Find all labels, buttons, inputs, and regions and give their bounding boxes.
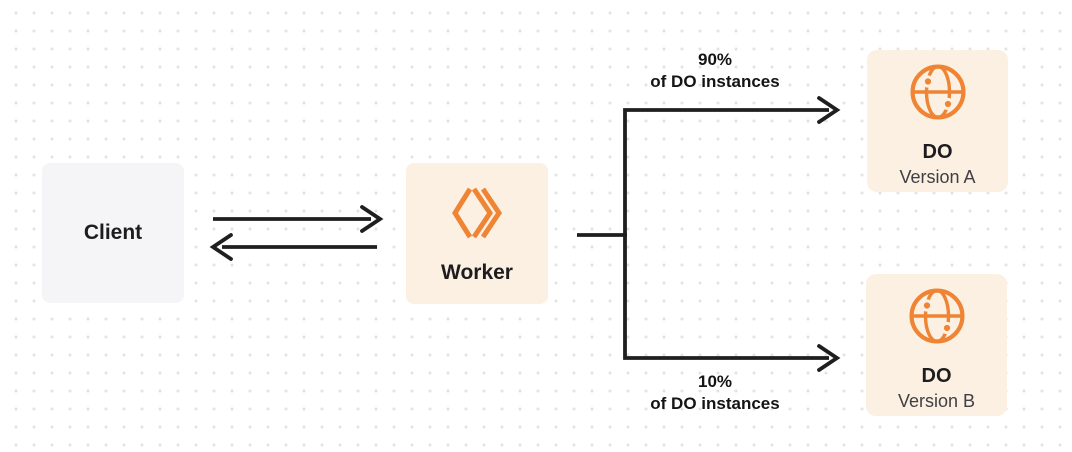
do-b-subtitle: Version B [897,391,976,411]
branch-top-percent: 90% [697,50,733,69]
workers-chevrons-icon [452,187,502,239]
globe-icon [910,64,965,120]
worker-node: Worker [406,163,548,304]
worker-to-client-arrowhead [209,233,233,261]
client-label: Client [83,221,143,244]
do-version-a-node: DO Version A [867,50,1008,192]
branch-top-arrowhead [817,96,841,124]
branch-top-caption: of DO instances [650,72,780,91]
branch-bottom-caption: of DO instances [650,394,780,413]
branch-split-line [623,108,829,360]
do-a-subtitle: Version A [899,167,976,187]
branch-bottom-label: 10% of DO instances [615,371,815,415]
client-to-worker-arrowhead [360,205,384,233]
worker-label: Worker [441,261,513,284]
do-b-title: DO [921,365,952,387]
do-version-b-node: DO Version B [866,274,1007,416]
branch-bottom-arrowhead [817,344,841,372]
branch-top-label: 90% of DO instances [615,49,815,93]
globe-icon [909,288,964,344]
branch-bottom-percent: 10% [697,372,733,391]
client-node: Client [42,163,184,303]
do-a-title: DO [922,141,953,163]
